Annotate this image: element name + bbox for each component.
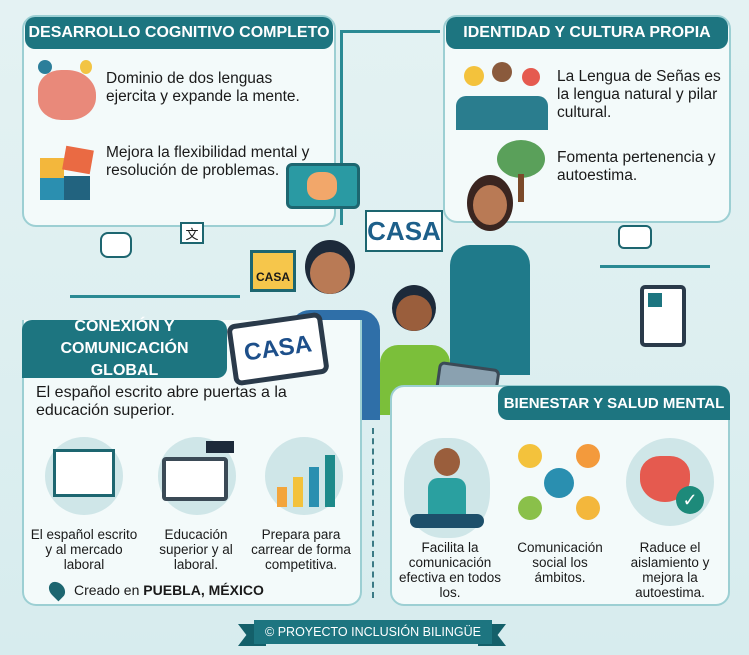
tablet-casa: CASA (226, 311, 330, 387)
connector-line (340, 30, 440, 33)
global-item-1: El español escrito y al mercado laboral (30, 527, 138, 572)
translate-icon: 文 (180, 222, 204, 244)
connector-line (600, 265, 710, 268)
teacher-illustration (445, 175, 535, 375)
global-item-3: Prepara para carrear de forma competitiv… (251, 527, 351, 572)
e-reader-icon (640, 285, 686, 347)
chat-bubble-icon (618, 225, 652, 249)
laptop-graduation-icon (158, 437, 236, 515)
gear-icon (38, 60, 52, 74)
wellbeing-item-1: Facilita la comunicación efectiva en tod… (398, 540, 502, 600)
social-network-emoji-icon (512, 440, 606, 524)
growth-chart-icon (265, 437, 343, 515)
cognitive-item-1: Dominio de dos lenguas ejercita y expand… (106, 70, 300, 105)
hands-icon (307, 172, 337, 200)
footer-banner: © PROYECTO INCLUSIÓN BILINGÜE (254, 620, 492, 644)
puzzle-icon (40, 145, 94, 200)
community-people-icon (456, 60, 548, 130)
casa-sign-board: CASA (365, 210, 443, 252)
location-prefix: Creado en (74, 582, 140, 598)
global-intro: El español escrito abre puertas a la edu… (36, 384, 287, 419)
cognitive-item-2: Mejora la flexibilidad mental y resoluci… (106, 144, 310, 179)
identity-item-1: La Lengua de Señas es la lengua natural … (557, 68, 721, 121)
brain-icon (38, 70, 96, 120)
meditation-icon (404, 438, 490, 538)
sign-language-hands-bubble (286, 163, 360, 209)
connector-line (70, 295, 240, 298)
location-line: Creado en PUEBLA, MÉXICO (74, 582, 264, 598)
house-casa-icon: CASA (250, 250, 296, 292)
identity-item-2: Fomenta pertenencia y autoestima. (557, 149, 716, 184)
lightbulb-icon (80, 60, 92, 74)
global-item-2: Educación superior y al laboral. (159, 527, 233, 572)
global-title: CONEXIÓN Y COMUNICACIÓN GLOBAL (22, 318, 227, 379)
connector-line (340, 30, 343, 225)
divider (372, 428, 374, 598)
wellbeing-title: BIENESTAR Y SALUD MENTAL (498, 386, 730, 420)
wellbeing-item-3: Raduce el aislamiento y mejora la autoes… (630, 540, 710, 600)
location-name: PUEBLA, MÉXICO (143, 582, 264, 598)
wellbeing-item-2: Comunicación social los ámbitos. (517, 540, 603, 585)
chat-bubble-icon (100, 232, 132, 258)
identity-title: IDENTIDAD Y CULTURA PROPIA (446, 17, 728, 49)
cognitive-title: DESARROLLO COGNITIVO COMPLETO (25, 17, 333, 49)
book-writing-icon (45, 437, 123, 515)
tree-roots-icon (495, 140, 547, 202)
heart-check-icon: ✓ (626, 438, 714, 526)
